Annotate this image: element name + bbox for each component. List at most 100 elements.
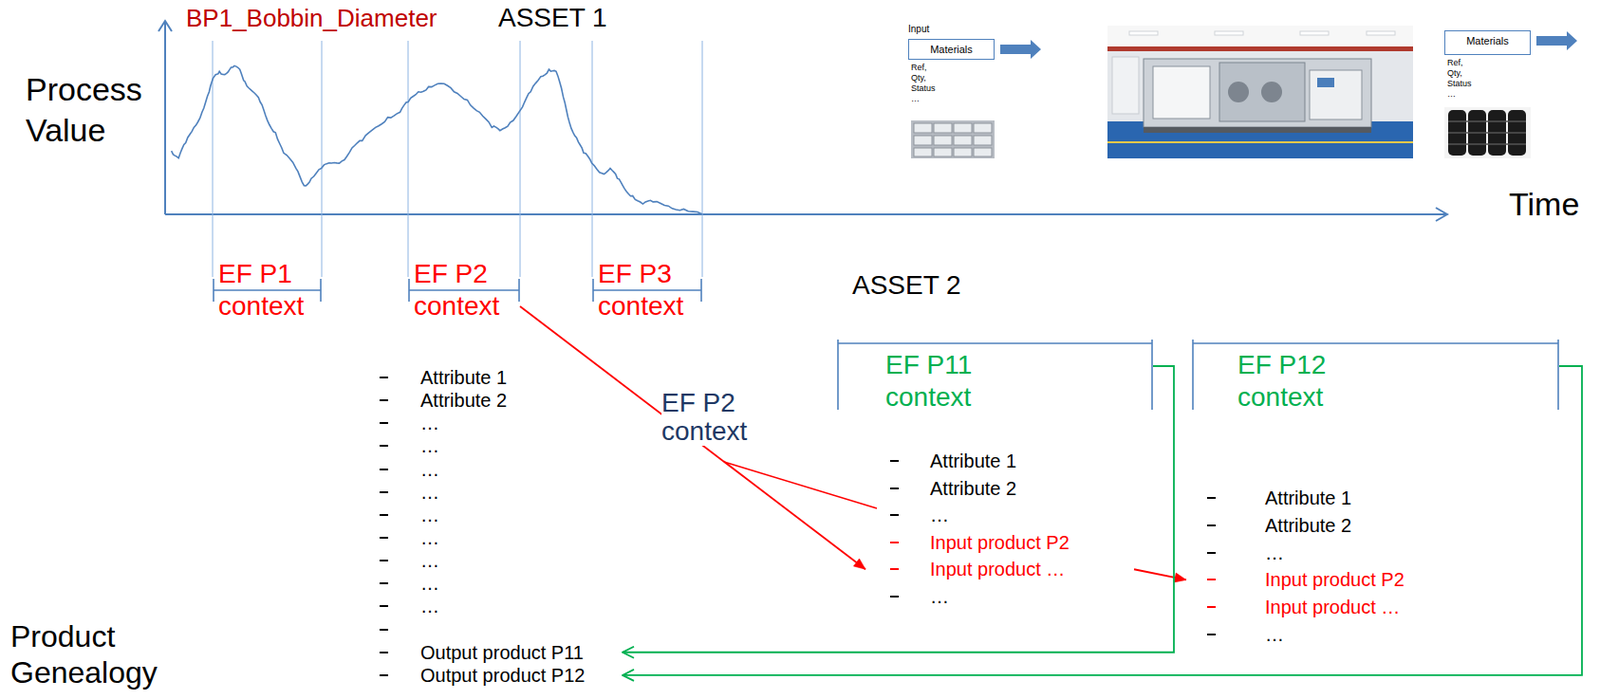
chart-axes bbox=[1435, 207, 1448, 222]
axis-title: Process Value bbox=[25, 69, 168, 151]
attribute-item: … bbox=[420, 526, 440, 550]
factory-photo bbox=[1107, 141, 1414, 144]
event-frame-bracket: EF P12 context bbox=[1191, 339, 1560, 414]
list-row: … bbox=[1207, 620, 1413, 649]
attribute-list: Attribute 1Attribute 2…Input product P2I… bbox=[865, 447, 1135, 611]
bullet-dash bbox=[379, 537, 389, 540]
bracket-stroke bbox=[518, 279, 521, 302]
flow-block-arrow bbox=[1536, 31, 1578, 51]
bullet-dash bbox=[379, 445, 389, 447]
attribute-item: … bbox=[1265, 541, 1284, 565]
bullet-dash bbox=[379, 605, 389, 608]
list-row: Output product P11 bbox=[379, 641, 623, 665]
factory-photo bbox=[1143, 127, 1372, 133]
attribute-item: … bbox=[930, 585, 949, 609]
bracket-stroke bbox=[1151, 339, 1154, 410]
factory-photo bbox=[1261, 81, 1283, 103]
bracket-stroke bbox=[592, 279, 595, 302]
tyres-photo bbox=[1448, 120, 1526, 123]
process-value-curve bbox=[171, 65, 703, 214]
attribute-item: Input product … bbox=[930, 558, 1065, 581]
factory-photo bbox=[1366, 31, 1396, 36]
illustration-text: Qty, bbox=[1447, 68, 1463, 79]
list-row: … bbox=[379, 434, 623, 458]
tyres-photo bbox=[1448, 121, 1526, 145]
attribute-item: … bbox=[420, 503, 440, 527]
bullet-dash bbox=[890, 514, 899, 517]
list-row: Attribute 2 bbox=[1207, 512, 1413, 540]
period-marker-line bbox=[212, 40, 214, 278]
attribute-item: Input product … bbox=[1265, 595, 1400, 619]
factory-photo bbox=[1214, 31, 1244, 36]
list-row: Attribute 2 bbox=[379, 389, 623, 412]
list-row: … bbox=[379, 503, 623, 527]
illustration-text: Input bbox=[908, 23, 930, 36]
event-frame-bracket: EF P3 context bbox=[592, 258, 703, 323]
bales-photo bbox=[913, 135, 932, 146]
event-frame-label: EF P12 context bbox=[1237, 349, 1352, 414]
bales-photo bbox=[953, 148, 972, 157]
factory-photo bbox=[1107, 25, 1414, 159]
factory-photo bbox=[1107, 25, 1414, 159]
period-marker-line bbox=[592, 40, 594, 278]
list-row: … bbox=[379, 572, 623, 596]
event-frame-label: EF P1 context bbox=[218, 258, 318, 323]
tyres-photo bbox=[1444, 107, 1531, 159]
bales-photo bbox=[933, 148, 952, 157]
event-frame-label: EF P2 context bbox=[413, 258, 517, 323]
bullet-dash bbox=[379, 422, 389, 425]
event-frame-bracket: EF P1 context bbox=[212, 258, 322, 323]
list-row: Input product … bbox=[890, 556, 1135, 584]
bullet-dash bbox=[379, 399, 389, 402]
period-marker-line bbox=[212, 40, 703, 278]
attribute-item: … bbox=[1265, 623, 1284, 647]
factory-photo bbox=[1143, 58, 1372, 128]
bracket-stroke bbox=[319, 279, 322, 302]
bullet-dash bbox=[1207, 606, 1216, 609]
illustration-text: Status bbox=[1447, 78, 1472, 90]
flow-arrow bbox=[622, 366, 1582, 676]
section-title: Product Genealogy bbox=[10, 618, 172, 691]
bullet-dash bbox=[1207, 578, 1216, 581]
bracket-stroke bbox=[837, 339, 839, 410]
bullet-dash bbox=[379, 582, 389, 585]
attribute-item: … bbox=[420, 458, 440, 482]
bales-photo bbox=[913, 123, 932, 133]
bracket-stroke bbox=[837, 342, 1153, 345]
chart-axes bbox=[164, 21, 167, 215]
factory-photo bbox=[1112, 56, 1139, 114]
bracket-stroke bbox=[700, 279, 703, 302]
period-marker-line bbox=[702, 40, 704, 278]
list-row: Attribute 2 bbox=[890, 475, 1135, 503]
factory-photo bbox=[1153, 66, 1210, 119]
bales-photo bbox=[933, 135, 952, 146]
bracket-stroke bbox=[408, 279, 410, 302]
attribute-item: … bbox=[420, 549, 440, 573]
box-label: Materials bbox=[1449, 34, 1526, 48]
bales-photo bbox=[953, 123, 972, 133]
factory-photo bbox=[1227, 81, 1249, 103]
attribute-item: Input product P2 bbox=[1265, 568, 1405, 592]
list-row: … bbox=[890, 502, 1135, 530]
bullet-dash bbox=[1207, 524, 1216, 527]
list-row: Output product P12 bbox=[379, 664, 623, 688]
factory-photo bbox=[1107, 25, 1414, 47]
attribute-list: Attribute 1Attribute 2………………………Output pr… bbox=[374, 366, 623, 688]
attribute-item: … bbox=[420, 595, 440, 618]
attribute-item: Attribute 1 bbox=[930, 449, 1017, 473]
period-marker-line bbox=[408, 40, 410, 278]
bracket-stroke bbox=[212, 279, 215, 302]
bracket-stroke bbox=[213, 289, 321, 292]
list-row: … bbox=[1207, 539, 1413, 567]
list-row: … bbox=[379, 526, 623, 550]
chart-axes bbox=[165, 213, 1447, 216]
list-row: Attribute 1 bbox=[379, 366, 623, 390]
bullet-dash bbox=[379, 514, 389, 517]
bullet-dash bbox=[379, 651, 389, 654]
bullet-dash bbox=[379, 629, 389, 632]
tyres-photo bbox=[1448, 143, 1526, 146]
list-row: … bbox=[379, 411, 623, 435]
bullet-dash bbox=[1207, 633, 1216, 636]
